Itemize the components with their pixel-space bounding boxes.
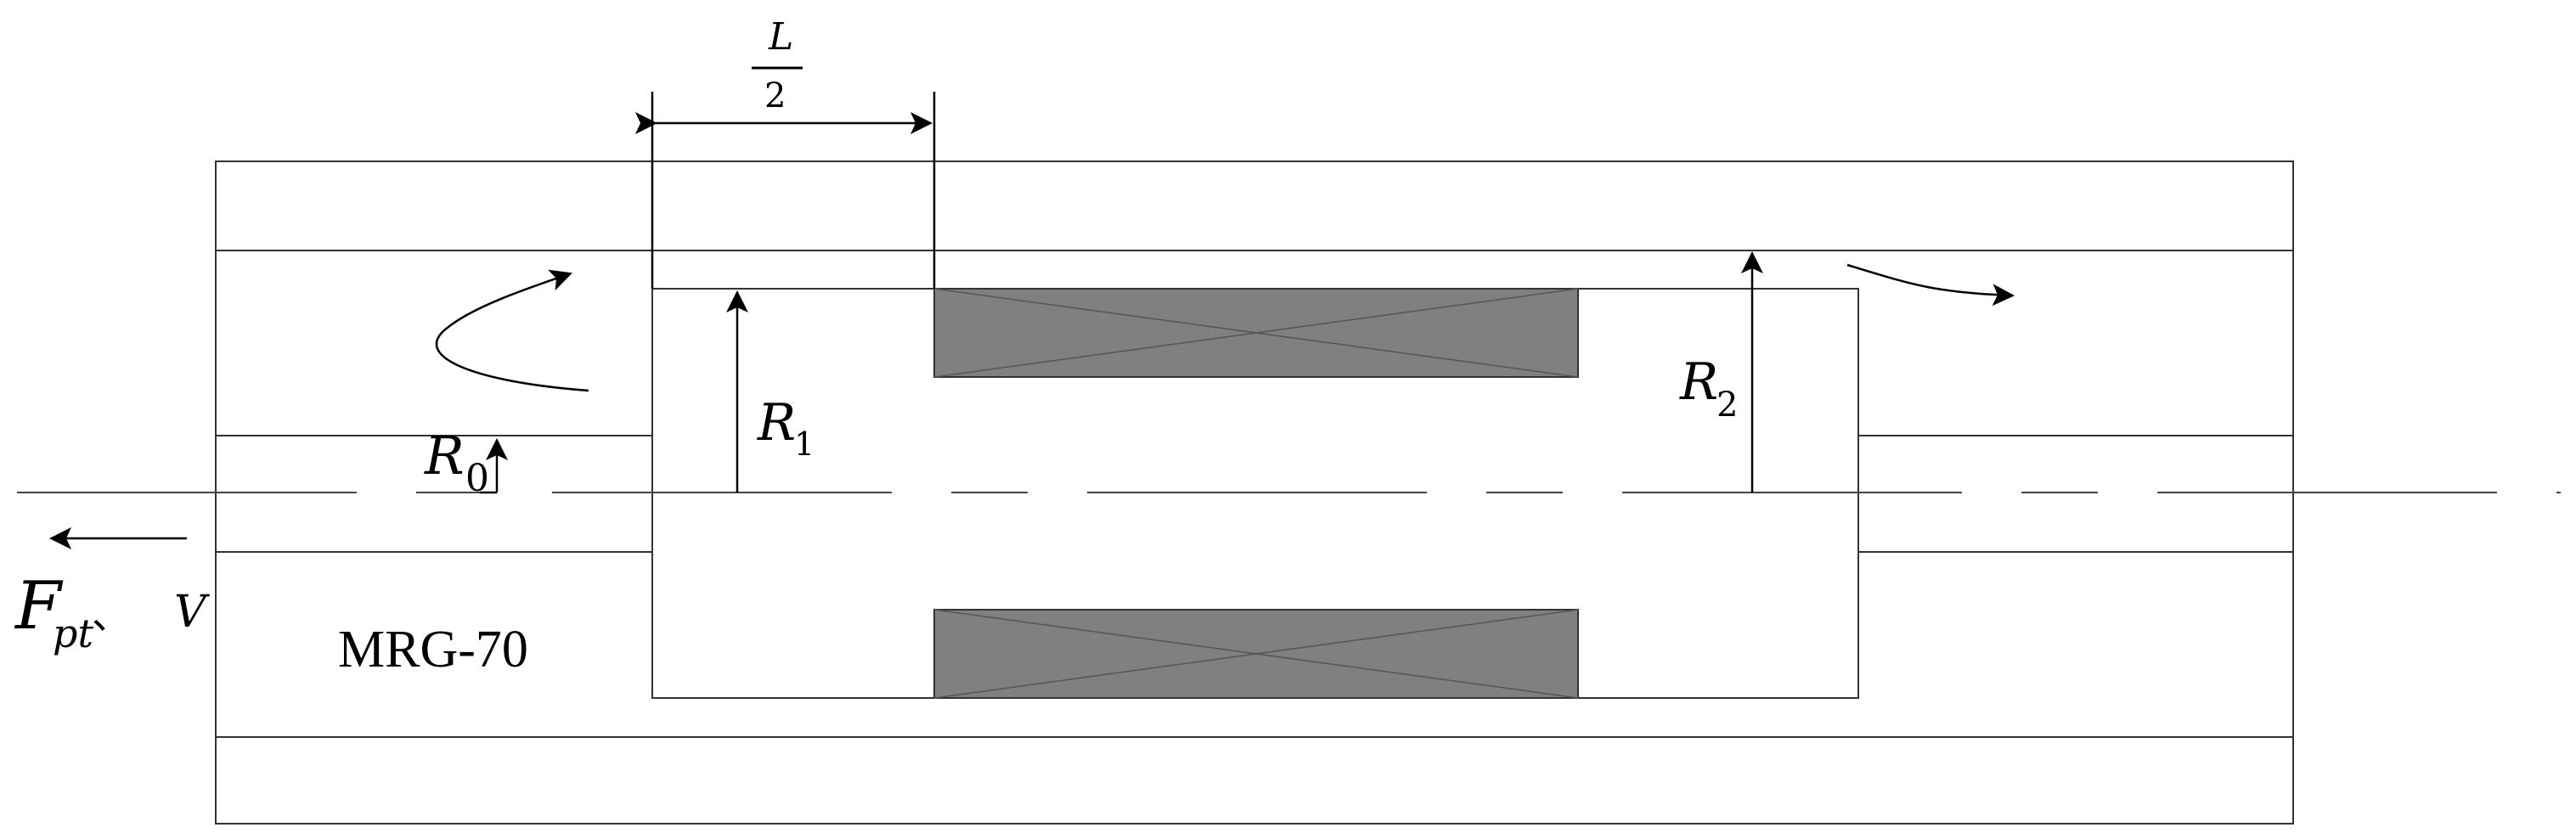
lower-coil (933, 609, 1579, 699)
half-length-denominator: 2 (764, 76, 786, 115)
model-name: MRG-70 (338, 621, 528, 678)
r2-label: R 2 (1679, 352, 1738, 425)
velocity-label: V (174, 587, 210, 638)
half-length-numerator: L (768, 15, 793, 59)
half-length-label: L 2 (752, 15, 803, 115)
force-sub: pt (53, 611, 93, 656)
r0-label: R 0 (424, 425, 489, 500)
separator: 、 (92, 592, 131, 638)
upper-coil (933, 288, 1579, 378)
r0-main: R (424, 425, 465, 487)
r1-sub: 1 (794, 425, 815, 463)
r2-main: R (1679, 352, 1718, 412)
r2-sub: 2 (1716, 386, 1738, 425)
force-velocity-label: F pt 、 V (14, 568, 210, 656)
force-main: F (14, 568, 64, 644)
r0-sub: 0 (465, 457, 489, 500)
flow-curve-left (435, 269, 589, 392)
flow-curve-right (1846, 263, 2015, 307)
r1-label: R 1 (757, 393, 815, 463)
r1-main: R (757, 393, 796, 453)
